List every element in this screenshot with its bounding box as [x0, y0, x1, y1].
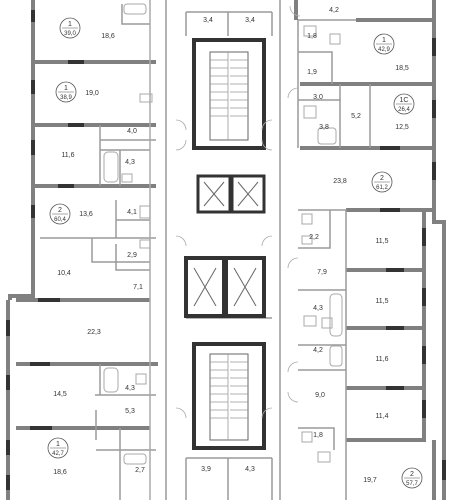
room-area: 1,9 — [307, 69, 317, 76]
apartment-marker[interactable]: 2 57,7 — [401, 467, 423, 489]
room-area: 2,2 — [309, 234, 319, 241]
room-area: 3,8 — [319, 124, 329, 131]
room-area: 3,0 — [313, 94, 323, 101]
stair-bottom — [192, 342, 266, 450]
room-area: 5,2 — [351, 113, 361, 120]
room-area: 19,7 — [363, 477, 377, 484]
room-area: 1,8 — [307, 33, 317, 40]
room-area: 7,1 — [133, 284, 143, 291]
apartment-rooms: 1С — [400, 97, 409, 104]
right-wing-windows — [380, 38, 446, 480]
apartment-area: 42,7 — [52, 451, 64, 457]
room-area: 18,5 — [395, 65, 409, 72]
apartment-rooms: 2 — [58, 207, 62, 214]
room-area: 11,5 — [375, 298, 388, 305]
room-area: 23,8 — [333, 178, 347, 185]
apartment-marker[interactable]: 1 39,0 — [59, 17, 81, 39]
room-area: 11,4 — [375, 413, 388, 420]
apartment-area: 61,2 — [376, 185, 388, 191]
right-door-swings — [287, 5, 301, 403]
room-area: 11,6 — [375, 356, 388, 363]
apartment-marker[interactable]: 1 42,9 — [373, 33, 395, 55]
apartment-rooms: 1 — [64, 85, 68, 92]
room-area: 4,2 — [313, 347, 323, 354]
right-wing-walls — [294, 0, 446, 500]
room-area: 5,3 — [125, 408, 135, 415]
corridor-door-swings — [175, 119, 273, 419]
apartment-area: 57,7 — [406, 481, 418, 487]
apartment-marker[interactable]: 1С 26,4 — [393, 93, 415, 115]
room-area: 10,4 — [57, 270, 71, 277]
room-area: 4,3 — [245, 466, 255, 473]
left-wing-windows — [6, 10, 84, 490]
room-area: 3,9 — [201, 466, 211, 473]
apartment-area: 39,0 — [64, 31, 76, 37]
room-area: 18,6 — [53, 469, 67, 476]
room-area: 7,9 — [317, 269, 327, 276]
room-area: 11,5 — [375, 238, 388, 245]
sanitary-fixtures — [103, 3, 343, 465]
room-area: 18,6 — [101, 33, 115, 40]
apartment-marker[interactable]: 2 61,2 — [371, 171, 393, 193]
room-area: 13,6 — [79, 211, 93, 218]
room-area: 4,3 — [125, 159, 135, 166]
room-area: 4,1 — [127, 209, 137, 216]
room-area: 4,2 — [329, 7, 339, 14]
room-area: 22,3 — [87, 329, 101, 336]
left-wing-walls — [6, 0, 158, 500]
apartment-marker[interactable]: 2 60,4 — [49, 203, 71, 225]
left-partitions — [40, 0, 156, 500]
apartment-area: 60,4 — [54, 217, 66, 223]
room-area: 4,3 — [313, 305, 323, 312]
apartment-rooms: 1 — [68, 21, 72, 28]
apartment-rooms: 2 — [410, 471, 414, 478]
corridor-walls — [165, 0, 281, 500]
room-area: 14,5 — [53, 391, 67, 398]
room-area: 2,7 — [135, 467, 145, 474]
elevators-top — [196, 174, 266, 214]
apartment-area: 26,4 — [398, 107, 410, 113]
room-area: 3,4 — [203, 17, 213, 24]
apartment-area: 42,9 — [378, 47, 390, 53]
apartment-markers: 1 39,0 1 38,9 2 60,4 1 42,7 1 42,9 1С 26… — [47, 17, 423, 489]
room-area: 9,0 — [315, 392, 325, 399]
room-area: 4,3 — [125, 385, 135, 392]
apartment-marker[interactable]: 1 38,9 — [55, 81, 77, 103]
room-area: 12,5 — [395, 124, 409, 131]
apartment-area: 38,9 — [60, 95, 72, 101]
stair-top — [192, 38, 266, 150]
apartment-rooms: 2 — [380, 175, 384, 182]
room-area: 19,0 — [85, 90, 99, 97]
apartment-rooms: 1 — [56, 441, 60, 448]
apartment-rooms: 1 — [382, 37, 386, 44]
room-area: 1,8 — [313, 432, 323, 439]
room-area: 4,0 — [127, 128, 137, 135]
apartment-marker[interactable]: 1 42,7 — [47, 437, 69, 459]
room-area: 2,9 — [127, 252, 137, 259]
room-area-labels: 18,6 19,0 4,0 11,6 4,3 13,6 4,1 2,9 10,4… — [53, 7, 409, 484]
room-area: 3,4 — [245, 17, 255, 24]
room-area: 11,6 — [61, 152, 74, 159]
elevators-bottom — [184, 256, 266, 318]
right-partitions — [297, 19, 371, 500]
